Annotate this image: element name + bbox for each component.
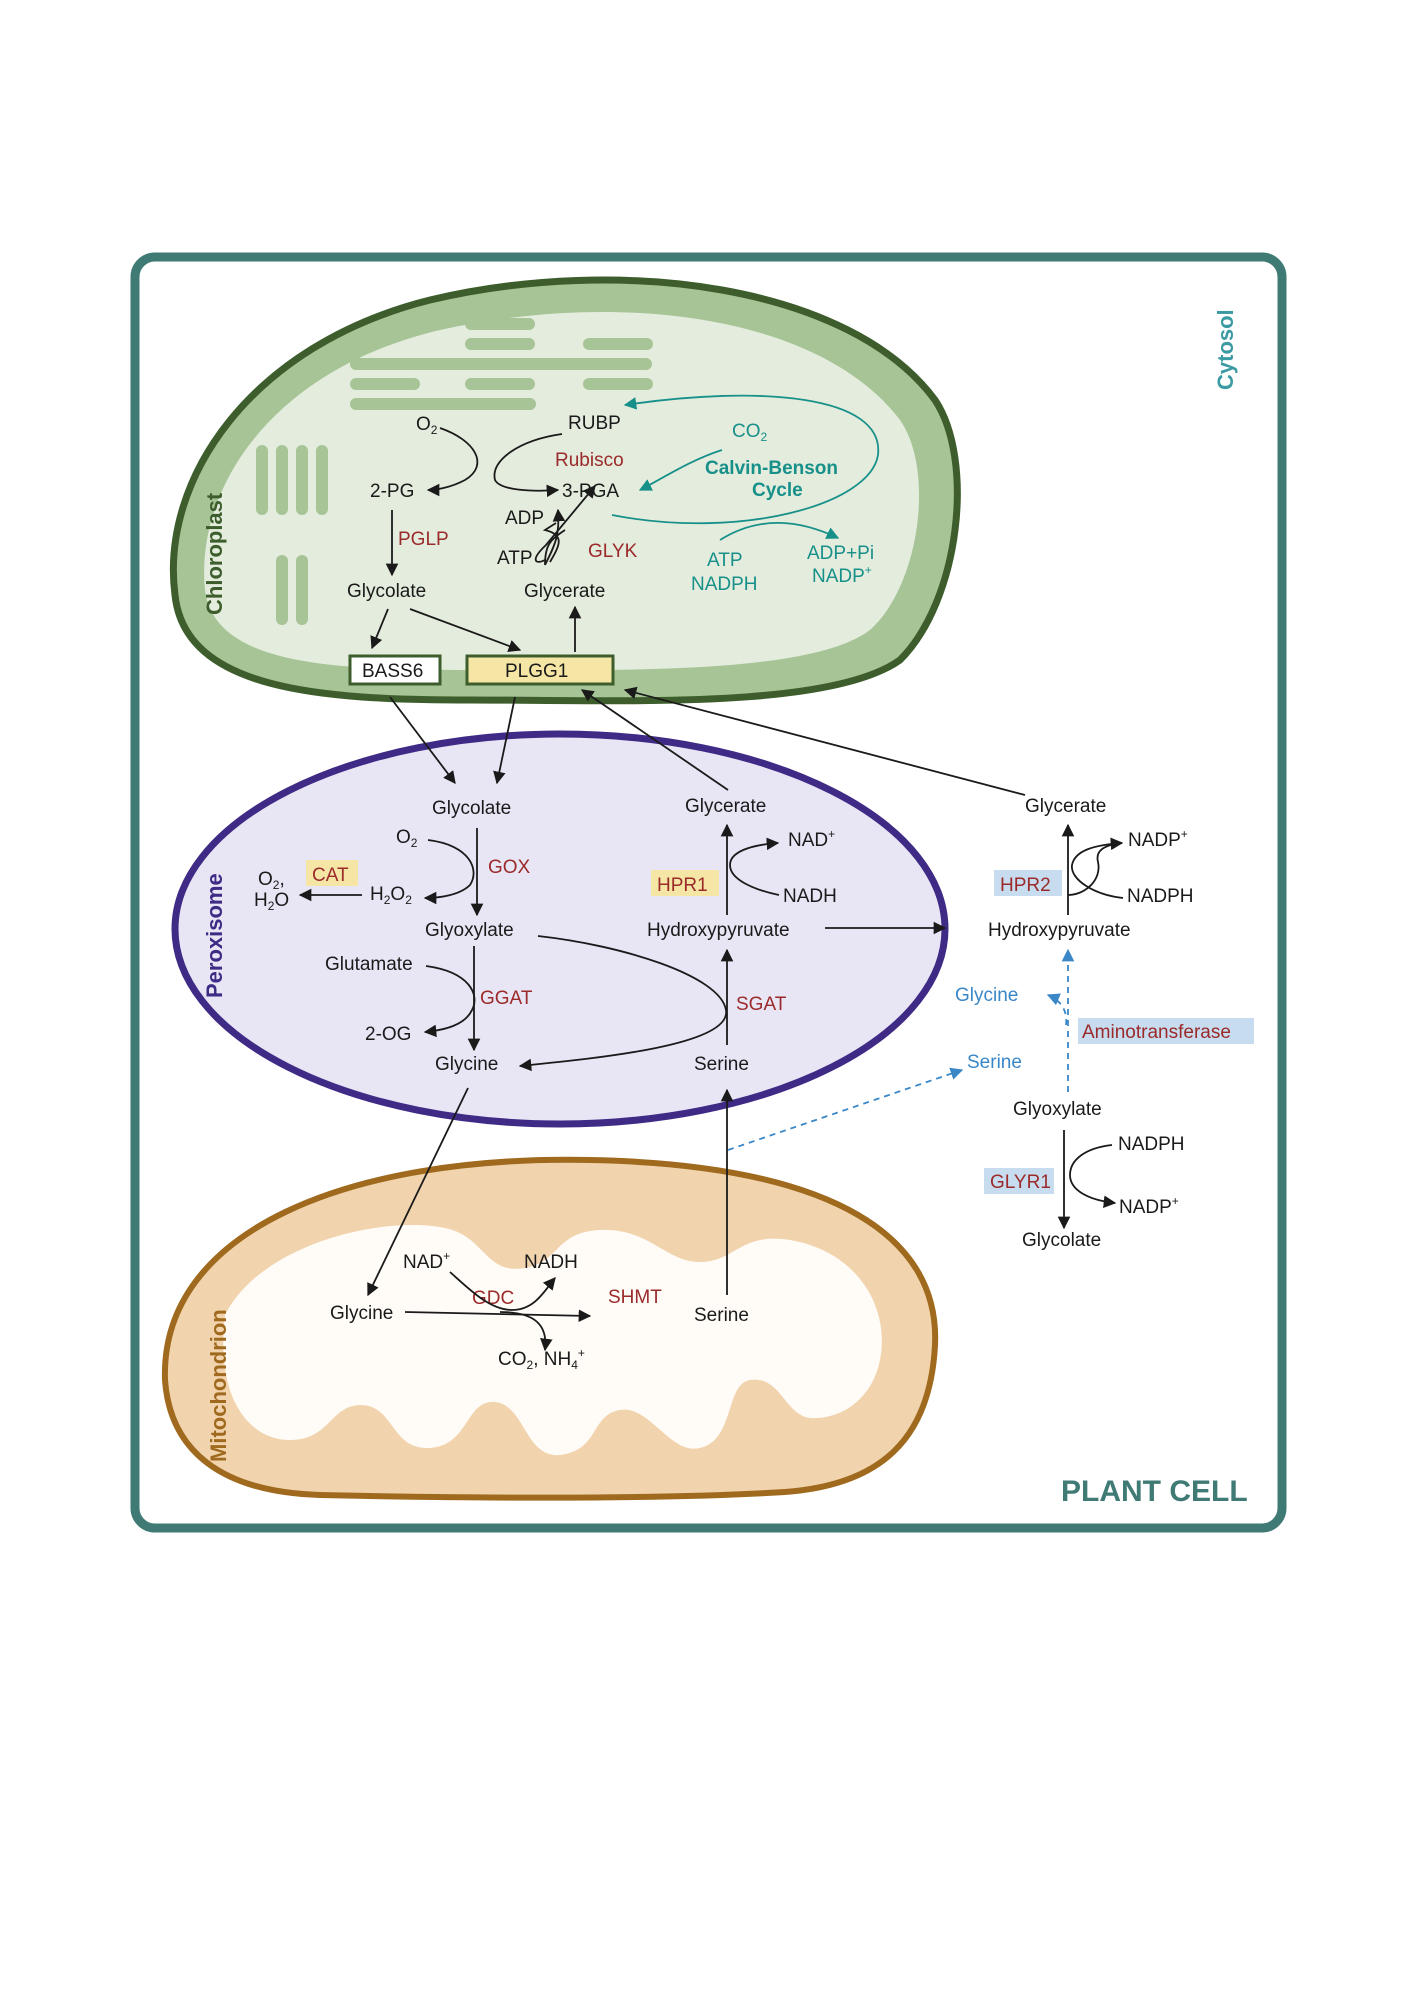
enzyme-glyr1: GLYR1: [990, 1172, 1051, 1193]
chl-nadp: NADP+: [812, 563, 872, 587]
enzyme-gdc: GDC: [472, 1288, 514, 1309]
enzyme-cat: CAT: [312, 865, 349, 886]
mito-glycine: Glycine: [330, 1303, 393, 1324]
perox-glutamate: Glutamate: [325, 954, 413, 975]
cyto-nadp-2: NADP+: [1119, 1194, 1179, 1218]
enzyme-hpr1: HPR1: [657, 875, 708, 896]
perox-glycine: Glycine: [435, 1054, 498, 1075]
chloroplast: [170, 276, 961, 705]
enzyme-hpr1-highlight: [651, 870, 719, 896]
mito-nad: NAD+: [403, 1249, 450, 1273]
cyto-nadp: NADP+: [1128, 827, 1188, 851]
thylakoid-stacks: [256, 318, 653, 625]
chl-o2: O2: [416, 414, 438, 437]
chl-adp: ADP: [505, 508, 544, 529]
perox-hydroxypyruvate: Hydroxypyruvate: [647, 920, 790, 941]
transporter-bass6-label: BASS6: [362, 661, 423, 682]
perox-o2: O2: [396, 827, 418, 850]
cyto-glycolate: Glycolate: [1022, 1230, 1101, 1251]
perox-serine: Serine: [694, 1054, 749, 1075]
perox-nad: NAD+: [788, 827, 835, 851]
chl-nadph-teal: NADPH: [691, 574, 758, 595]
perox-glycolate: Glycolate: [432, 798, 511, 819]
peroxisome: [171, 730, 949, 1128]
enzyme-ggat: GGAT: [480, 988, 533, 1009]
enzyme-sgat: SGAT: [736, 994, 787, 1015]
perox-2og: 2-OG: [365, 1024, 411, 1045]
transporter-bass6: [348, 654, 442, 686]
cyto-glyoxylate: Glyoxylate: [1013, 1099, 1102, 1120]
calvin-cycle-label-2: Cycle: [752, 480, 803, 501]
perox-glycerate: Glycerate: [685, 796, 766, 817]
enzyme-cat-highlight: [306, 860, 358, 886]
plant-cell-title: PLANT CELL: [1061, 1475, 1248, 1508]
cyto-hydroxypyruvate: Hydroxypyruvate: [988, 920, 1131, 941]
enzyme-pglp: PGLP: [398, 529, 449, 550]
enzyme-gox: GOX: [488, 857, 531, 878]
peroxisome-label: Peroxisome: [202, 873, 227, 998]
mitochondrion-label: Mitochondrion: [206, 1309, 231, 1462]
enzyme-aminotransferase: Aminotransferase: [1082, 1022, 1231, 1043]
cyto-glycine: Glycine: [955, 985, 1018, 1006]
mito-co2-nh4: CO2, NH4+: [498, 1346, 585, 1372]
chl-co2: CO2: [732, 421, 768, 444]
mito-nadh: NADH: [524, 1252, 578, 1273]
cyto-serine: Serine: [967, 1052, 1022, 1073]
chl-glycerate: Glycerate: [524, 581, 605, 602]
chl-atp-teal: ATP: [707, 550, 743, 571]
enzyme-rubisco: Rubisco: [555, 450, 624, 471]
perox-o2-out: O2,: [258, 869, 285, 892]
enzyme-aminotransferase-highlight: [1078, 1018, 1254, 1044]
transporter-plgg1: [465, 654, 615, 686]
calvin-cycle-label-1: Calvin-Benson: [705, 458, 838, 479]
enzyme-glyk: GLYK: [588, 541, 638, 562]
enzyme-glyr1-highlight: [984, 1168, 1054, 1194]
chl-2pg: 2-PG: [370, 481, 414, 502]
chloroplast-label: Chloroplast: [202, 492, 227, 615]
chl-adppi: ADP+Pi: [807, 543, 874, 564]
enzyme-shmt: SHMT: [608, 1287, 662, 1308]
cyto-nadph: NADPH: [1127, 886, 1194, 907]
chl-rubp: RUBP: [568, 413, 621, 434]
chl-atp: ATP: [497, 548, 533, 569]
perox-glyoxylate: Glyoxylate: [425, 920, 514, 941]
transporter-plgg1-label: PLGG1: [505, 661, 568, 682]
cyto-nadph-2: NADPH: [1118, 1134, 1185, 1155]
perox-h2o: H2O: [254, 890, 289, 913]
enzyme-hpr2-highlight: [994, 870, 1062, 896]
cytosol-label: Cytosol: [1213, 309, 1238, 390]
cyto-glycerate: Glycerate: [1025, 796, 1106, 817]
perox-nadh: NADH: [783, 886, 837, 907]
enzyme-hpr2: HPR2: [1000, 875, 1051, 896]
perox-h2o2: H2O2: [370, 884, 412, 907]
mito-serine: Serine: [694, 1305, 749, 1326]
chl-glycolate: Glycolate: [347, 581, 426, 602]
